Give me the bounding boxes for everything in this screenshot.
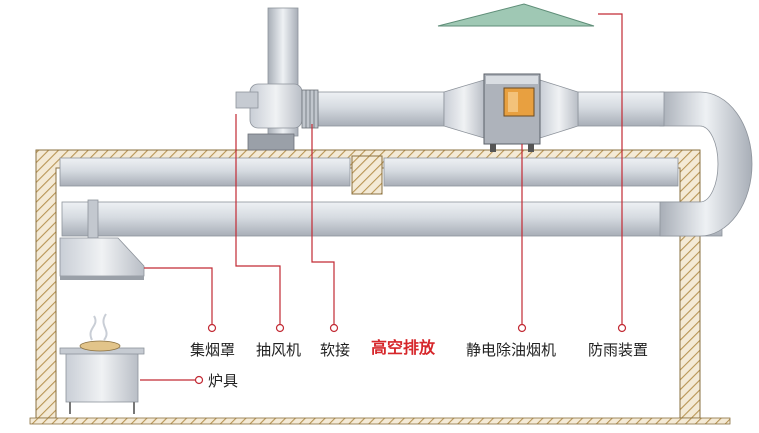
exhaust-fan	[235, 7, 303, 151]
leader-joint	[311, 124, 335, 324]
leader-hood	[144, 267, 213, 324]
label-esp: 静电除油烟机	[466, 341, 557, 359]
label-fan: 抽风机	[256, 341, 302, 359]
leader-rain	[598, 13, 623, 324]
leader-lines	[140, 13, 623, 381]
rain-canopy	[437, 3, 595, 27]
stove	[59, 313, 145, 414]
ceiling-duct	[59, 157, 679, 187]
interior-duct	[61, 199, 723, 239]
flexible-joint	[301, 89, 319, 129]
label-high-altitude-emission: 高空排放	[371, 338, 436, 357]
label-hood: 集烟罩	[190, 341, 236, 359]
label-rain: 防雨装置	[588, 341, 649, 359]
leader-fan	[235, 114, 281, 324]
roof-duct	[317, 91, 665, 127]
label-stove: 炉具	[208, 372, 239, 390]
leader-dots	[194, 323, 627, 385]
building-walls	[29, 149, 731, 425]
range-hood	[59, 237, 145, 280]
u-bend-duct	[659, 91, 753, 237]
esp-unit	[443, 73, 579, 152]
label-joint: 软接	[320, 341, 351, 359]
